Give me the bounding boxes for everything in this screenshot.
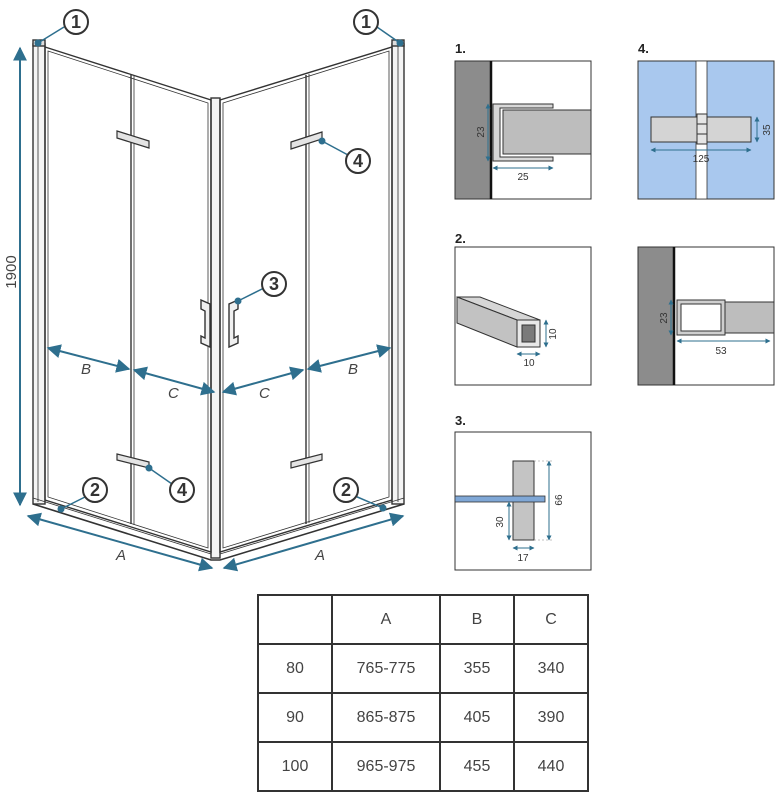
detail-1-heading: 1. [455, 41, 466, 56]
dim-a-left-label: A [115, 547, 126, 564]
table-header-row: A B C [257, 594, 589, 645]
table-cell: 405 [439, 692, 515, 743]
handle-right-icon [228, 298, 239, 349]
hinge-icon [116, 453, 150, 469]
dim-label: 25 [517, 172, 529, 183]
left-panel-outline [44, 46, 212, 553]
table-cell: 340 [513, 643, 589, 694]
table-cell: 90 [257, 692, 333, 743]
right-panel-outline [219, 46, 393, 553]
glass-panel-section [502, 109, 592, 155]
table-row: 90 865-875 405 390 [257, 692, 589, 743]
callout-circle [333, 477, 359, 503]
detail-2-heading: 2. [455, 231, 466, 246]
table-cell: 455 [439, 741, 515, 792]
table-cell: 80 [257, 643, 333, 694]
detail-3-heading: 3. [455, 413, 466, 428]
callout-number: 4 [353, 151, 363, 171]
detail-3: 3. 66 30 17 [454, 413, 592, 571]
height-label: 1900 [3, 255, 20, 288]
detail-5: 23 53 [637, 246, 775, 386]
glass-panel-section [454, 495, 546, 503]
table-cell: 440 [513, 741, 589, 792]
table-cell: B [439, 594, 515, 645]
dim-label: 17 [517, 553, 529, 564]
dim-label: 125 [693, 154, 710, 165]
table-cell: 765-775 [331, 643, 441, 694]
callout-number: 3 [269, 274, 279, 294]
callout-number: 4 [177, 480, 187, 500]
left-wall-profile [32, 43, 46, 505]
corner-post [210, 97, 221, 559]
dim-label: 10 [548, 328, 559, 340]
dim-label: 23 [476, 126, 487, 138]
callout-circle [353, 9, 379, 35]
table-cell: 355 [439, 643, 515, 694]
table-cell [257, 594, 333, 645]
callout-circle [82, 477, 108, 503]
dim-label: 35 [762, 124, 773, 136]
handles [200, 298, 239, 349]
table-cell: 965-975 [331, 741, 441, 792]
size-table: A B C 80 765-775 355 340 90 865-875 405 … [257, 594, 589, 792]
detail-1: 1. 23 25 [454, 41, 592, 200]
dim-c-left-label: C [168, 385, 179, 402]
table-cell: 100 [257, 741, 333, 792]
table-row: 100 965-975 455 440 [257, 741, 589, 792]
dim-label: 10 [523, 358, 535, 369]
table-cell: A [331, 594, 441, 645]
dim-b-right-label: B [348, 361, 358, 378]
callout-number: 2 [341, 480, 351, 500]
dim-label: 23 [659, 312, 670, 324]
callout-number: 2 [90, 480, 100, 500]
callout-number: 1 [71, 12, 81, 32]
wall-section [454, 60, 492, 200]
detail-4-heading: 4. [638, 41, 649, 56]
table-cell: 865-875 [331, 692, 441, 743]
hinge-icon [290, 453, 323, 469]
height-dimension: 1900 [3, 46, 28, 507]
dim-c-right-label: C [259, 385, 270, 402]
callout-circle [345, 148, 371, 174]
panel-dimensions [46, 344, 392, 396]
table-cell: C [513, 594, 589, 645]
hinge-icon [116, 130, 150, 149]
dim-label: 53 [715, 346, 727, 357]
table-row: 80 765-775 355 340 [257, 643, 589, 694]
callout-circle [63, 9, 89, 35]
callout-number: 1 [361, 12, 371, 32]
detail-2: 2. 10 10 [454, 231, 592, 386]
detail-4: 4. 35 125 [637, 41, 775, 200]
dim-a-right-label: A [314, 547, 325, 564]
callout-circle [261, 271, 287, 297]
glass-panel-section [724, 301, 775, 334]
dim-b-left-label: B [81, 361, 91, 378]
callout-circle [169, 477, 195, 503]
handle-left-icon [200, 298, 211, 349]
dim-label: 66 [554, 494, 565, 506]
width-dimensions [26, 512, 405, 572]
hinges [116, 130, 323, 469]
table-cell: 390 [513, 692, 589, 743]
callouts: 1 1 2 2 3 4 4 [34, 9, 404, 513]
dim-label: 30 [495, 516, 506, 528]
